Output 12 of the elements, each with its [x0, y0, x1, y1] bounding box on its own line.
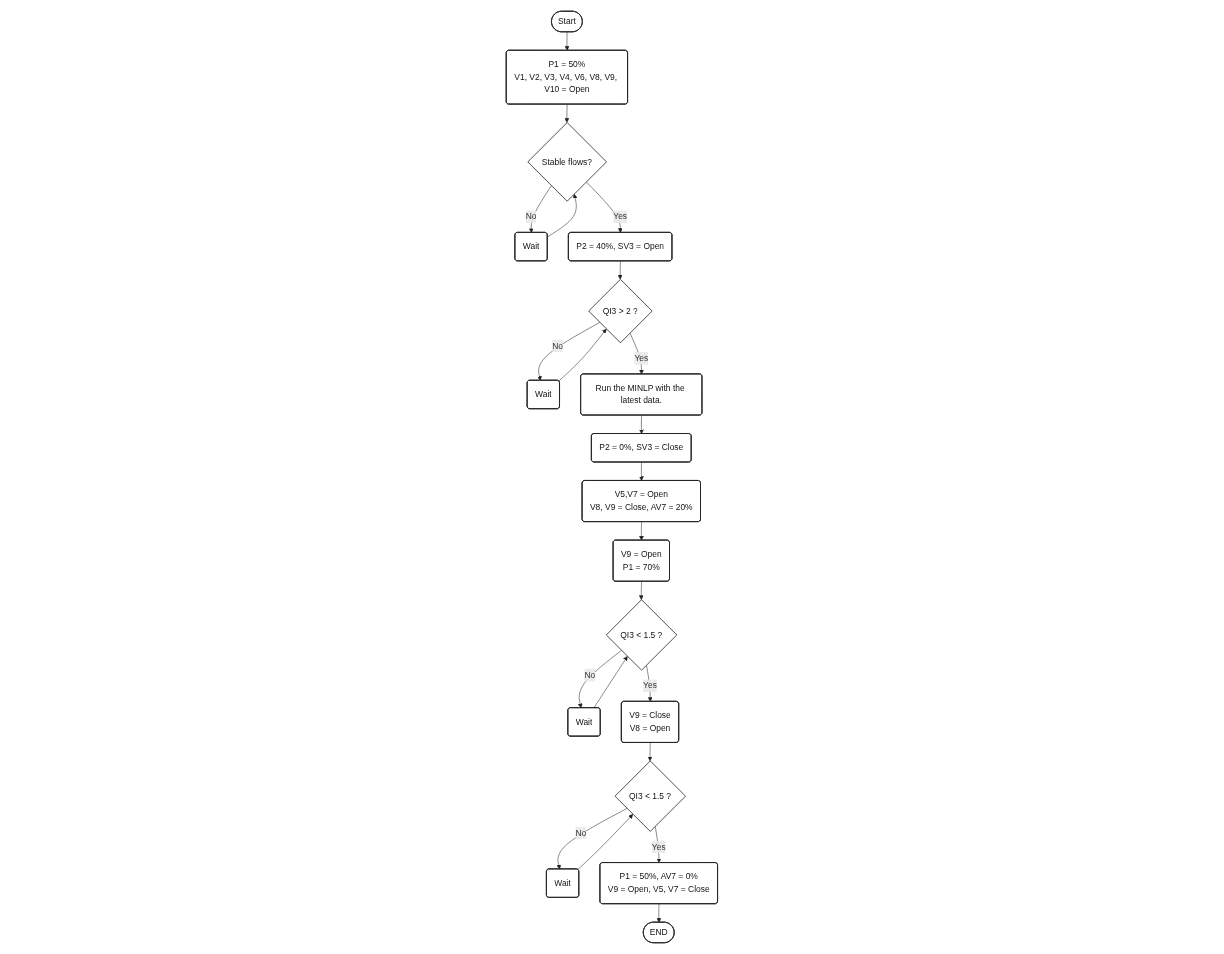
- edge-label: No: [525, 212, 537, 222]
- node-diamond: QI3 < 1.5 ?: [614, 760, 687, 832]
- edge-label: Yes: [643, 681, 658, 690]
- edge-label: No: [575, 828, 587, 838]
- node-diamond: QI3 > 2 ?: [588, 278, 653, 344]
- node-diamond: QI3 < 1.5 ?: [606, 599, 678, 671]
- node-diamond: Stable flows?: [527, 122, 607, 202]
- edge-label: Yes: [613, 212, 628, 222]
- edge-label: Yes: [651, 842, 666, 852]
- edge-label: No: [552, 341, 564, 351]
- edge-label: No: [584, 670, 596, 680]
- edge-label: Yes: [634, 353, 649, 363]
